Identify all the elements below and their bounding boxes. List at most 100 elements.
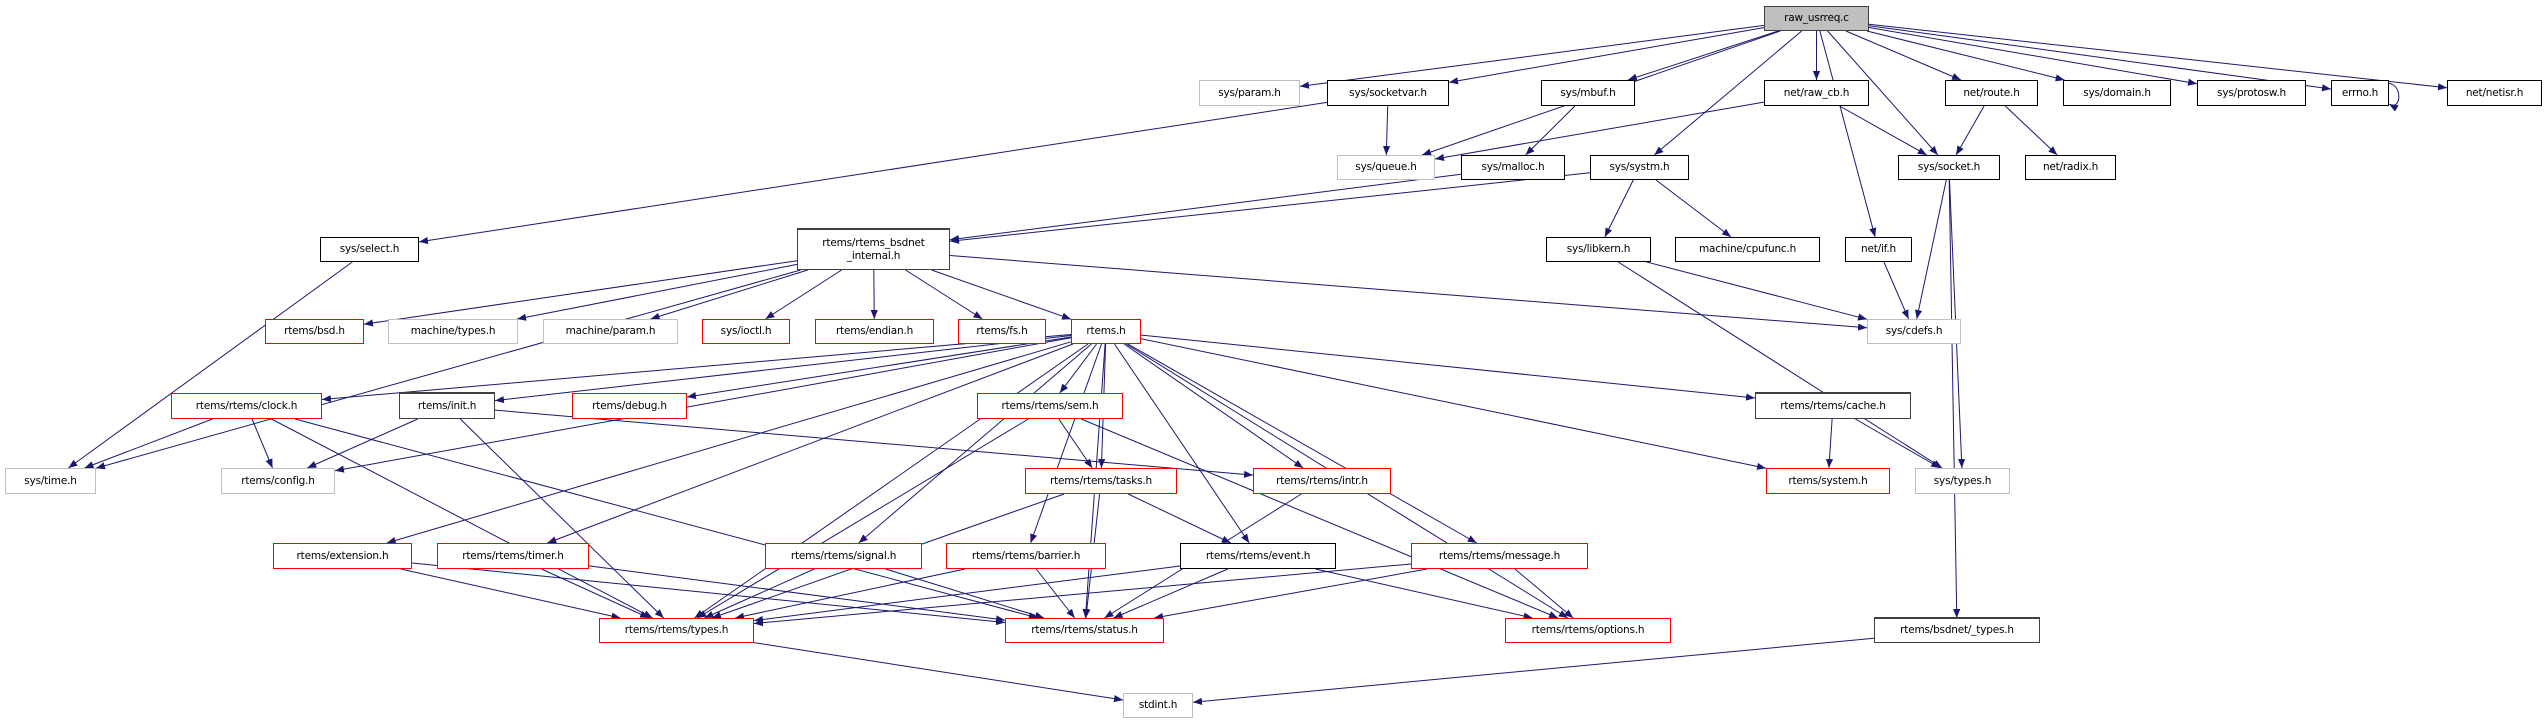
graph-node-sys-domain[interactable]: sys/domain.h (2063, 80, 2171, 106)
graph-node-system[interactable]: rtems/system.h (1766, 468, 1890, 494)
edge-tasks-to-event (1127, 493, 1232, 544)
graph-node-stdint[interactable]: stdint.h (1123, 693, 1193, 718)
edge-extension-to-status (411, 562, 1006, 626)
graph-node-machine-types[interactable]: machine/types.h (388, 319, 518, 344)
graph-node-rtems-endian[interactable]: rtems/endian.h (815, 319, 934, 344)
edge-types-to-stdint (753, 642, 1124, 703)
edge-raw-usrreq-to-sys-systm (1653, 30, 1803, 156)
graph-node-status[interactable]: rtems/rtems/status.h (1005, 618, 1164, 643)
graph-node-options[interactable]: rtems/rtems/options.h (1505, 618, 1671, 643)
graph-node-message[interactable]: rtems/rtems/message.h (1411, 543, 1588, 569)
graph-node-net-radix[interactable]: net/radix.h (2025, 155, 2116, 180)
graph-node-sys-socket[interactable]: sys/socket.h (1898, 155, 2000, 180)
edge-rtems-h-to-debug (686, 336, 1072, 400)
edge-bsdnet-internal-to-machine-param (650, 269, 808, 320)
graph-node-event[interactable]: rtems/rtems/event.h (1180, 543, 1336, 569)
edge-sem-to-tasks (1058, 418, 1093, 469)
graph-node-cache[interactable]: rtems/rtems/cache.h (1755, 393, 1911, 419)
edge-net-if-to-sys-cdefs (1883, 261, 1910, 320)
edge-clock-to-config (251, 418, 273, 469)
edge-rtems-h-to-extension (386, 341, 1072, 544)
edge-sys-socketvar-to-sys-queue (1382, 105, 1391, 156)
edge-clock-to-types (271, 418, 653, 619)
edge-sys-systm-to-sys-libkern (1604, 179, 1634, 238)
graph-node-errno[interactable]: errno.h (2331, 80, 2389, 106)
graph-node-net-raw-cb[interactable]: net/raw_cb.h (1764, 80, 1869, 106)
edge-timer-to-types (541, 568, 650, 619)
edge-init-to-intr (494, 409, 1254, 478)
graph-node-init[interactable]: rtems/init.h (399, 393, 495, 419)
graph-node-net-route[interactable]: net/route.h (1945, 80, 2038, 106)
edge-rtems-h-to-clock (321, 334, 1072, 403)
graph-node-sys-systm[interactable]: sys/systm.h (1590, 155, 1689, 180)
edge-cache-to-sys-types (1855, 418, 1941, 469)
graph-node-machine-param[interactable]: machine/param.h (543, 319, 678, 344)
edge-event-to-status (1113, 568, 1228, 619)
graph-node-sys-param[interactable]: sys/param.h (1199, 80, 1300, 106)
graph-node-barrier[interactable]: rtems/rtems/barrier.h (946, 543, 1106, 569)
edge-sys-select-to-sys-time (68, 261, 353, 469)
edge-sem-to-types (697, 418, 1029, 619)
edge-sys-socket-to-sys-cdefs (1915, 179, 1947, 320)
edge-barrier-to-types (734, 568, 966, 620)
graph-node-rtems-h[interactable]: rtems.h (1071, 319, 1141, 344)
graph-node-sys-queue[interactable]: sys/queue.h (1337, 155, 1435, 180)
edge-raw-usrreq-to-sys-protosw (1868, 27, 2198, 86)
edge-sys-systm-to-bsdnet-internal (949, 172, 1591, 244)
edge-bsdnet-internal-to-sys-time (95, 269, 801, 470)
graph-node-config[interactable]: rtems/config.h (221, 468, 335, 494)
graph-node-sys-time[interactable]: sys/time.h (5, 468, 96, 494)
graph-node-sys-select[interactable]: sys/select.h (320, 237, 419, 262)
edge-raw-usrreq-to-sys-socketvar (1448, 27, 1765, 85)
edge-event-to-types (753, 565, 1181, 624)
graph-node-timer[interactable]: rtems/rtems/timer.h (437, 543, 589, 569)
edge-clock-to-sys-time (84, 418, 213, 469)
graph-node-clock[interactable]: rtems/rtems/clock.h (171, 393, 322, 419)
edge-extension-to-types (400, 568, 621, 620)
graph-node-signal[interactable]: rtems/rtems/signal.h (765, 543, 922, 569)
graph-node-bsdnet-internal[interactable]: rtems/rtems_bsdnet _internal.h (797, 229, 950, 270)
edge-init-to-config (307, 418, 418, 469)
graph-node-rtems-fs[interactable]: rtems/fs.h (958, 319, 1046, 344)
edge-message-to-status (1154, 568, 1428, 620)
edge-sem-to-options (1081, 418, 1559, 619)
graph-node-raw-usrreq[interactable]: raw_usrreq.c (1764, 6, 1869, 31)
graph-node-bsdnet-types[interactable]: rtems/bsdnet/_types.h (1874, 618, 2040, 643)
edge-raw-usrreq-to-sys-domain (1866, 30, 2065, 82)
graph-node-sys-ioctl[interactable]: sys/ioctl.h (702, 319, 790, 344)
graph-node-sys-libkern[interactable]: sys/libkern.h (1546, 237, 1651, 262)
edge-sys-socketvar-to-sys-select (418, 101, 1328, 245)
graph-node-extension[interactable]: rtems/extension.h (273, 543, 412, 569)
graph-node-sys-socketvar[interactable]: sys/socketvar.h (1327, 80, 1449, 106)
edge-rtems-h-to-init (494, 335, 1072, 404)
edge-rtems-h-to-system (1140, 338, 1767, 470)
graph-node-sys-mbuf[interactable]: sys/mbuf.h (1541, 80, 1635, 106)
edge-event-to-options (1315, 568, 1533, 620)
graph-node-intr[interactable]: rtems/rtems/intr.h (1253, 468, 1391, 494)
edge-cache-to-system (1825, 418, 1834, 469)
edge-net-route-to-sys-socket (1955, 105, 1985, 156)
edge-rtems-h-to-types (694, 343, 1089, 619)
edge-raw-usrreq-to-sys-param (1299, 24, 1765, 89)
graph-node-tasks[interactable]: rtems/rtems/tasks.h (1025, 468, 1177, 494)
graph-node-sem[interactable]: rtems/rtems/sem.h (977, 393, 1123, 419)
edge-net-raw-cb-to-sys-socket (1839, 105, 1928, 156)
graph-node-debug[interactable]: rtems/debug.h (572, 393, 687, 419)
graph-node-net-netisr[interactable]: net/netisr.h (2447, 80, 2542, 106)
edge-barrier-to-status (1035, 568, 1076, 619)
edge-sys-mbuf-to-sys-malloc (1525, 105, 1576, 156)
graph-node-rtems-bsd[interactable]: rtems/bsd.h (265, 319, 364, 344)
graph-node-sys-cdefs[interactable]: sys/cdefs.h (1867, 319, 1961, 344)
graph-node-sys-protosw[interactable]: sys/protosw.h (2197, 80, 2306, 106)
edge-timer-to-status (588, 565, 1006, 623)
edge-raw-usrreq-to-net-route (1845, 30, 1962, 81)
graph-node-machine-cpufunc[interactable]: machine/cpufunc.h (1675, 237, 1820, 262)
edge-bsdnet-internal-to-rtems-h (931, 269, 1072, 320)
graph-node-types[interactable]: rtems/rtems/types.h (599, 618, 754, 643)
edge-sys-malloc-to-bsdnet-internal (949, 173, 1462, 243)
edge-bsdnet-internal-to-sys-cdefs (949, 255, 1868, 331)
graph-node-sys-malloc[interactable]: sys/malloc.h (1461, 155, 1565, 180)
graph-node-net-if[interactable]: net/if.h (1845, 237, 1912, 262)
graph-node-sys-types[interactable]: sys/types.h (1915, 468, 2010, 494)
